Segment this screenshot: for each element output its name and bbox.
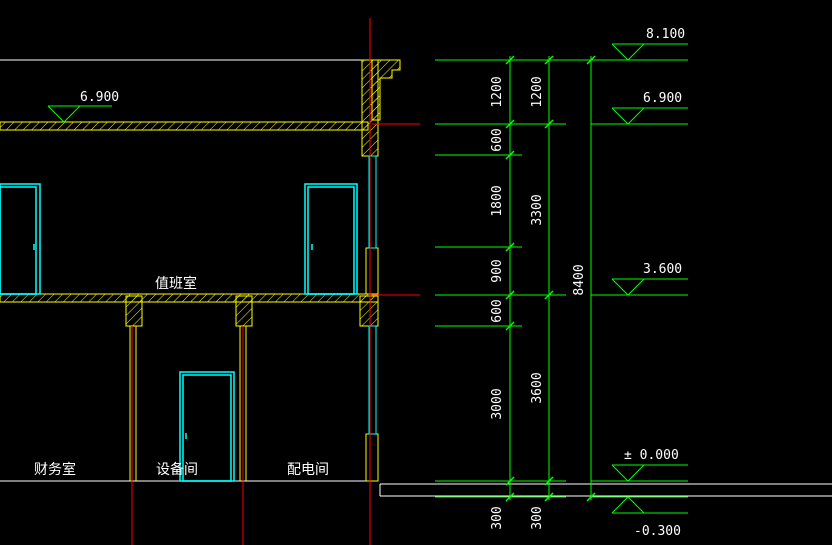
room-label-power: 配电间	[287, 462, 329, 478]
dimension-lines	[47, 43, 688, 514]
elevation-6900: 6.900	[643, 91, 682, 106]
elevation-3600: 3.600	[643, 262, 682, 277]
dim-600-a: 600	[490, 128, 505, 151]
axis-lines	[131, 18, 420, 545]
room-label-duty: 值班室	[155, 275, 197, 292]
dim-300-b: 300	[530, 506, 545, 529]
elevation-exterior: -0.300	[634, 524, 681, 539]
dim-1200-a: 1200	[490, 76, 505, 107]
dim-1800: 1800	[490, 185, 505, 216]
dim-3300: 3300	[530, 194, 545, 225]
dim-total: 8400	[572, 264, 587, 295]
elevation-roof-top: 8.100	[646, 27, 685, 42]
dim-600-b: 600	[490, 299, 505, 322]
room-label-equipment: 设备间	[156, 461, 198, 478]
dim-1200-b: 1200	[530, 76, 545, 107]
dim-3000: 3000	[490, 388, 505, 419]
dim-900: 900	[490, 259, 505, 282]
room-label-finance: 财务室	[34, 461, 76, 478]
structure-hatching	[0, 59, 401, 482]
elevation-left-6900: 6.900	[80, 90, 119, 105]
elevation-ground: ± 0.000	[624, 448, 679, 463]
doors	[0, 183, 358, 482]
building-outline	[0, 59, 832, 497]
dim-300-a: 300	[490, 506, 505, 529]
dim-3600: 3600	[530, 372, 545, 403]
